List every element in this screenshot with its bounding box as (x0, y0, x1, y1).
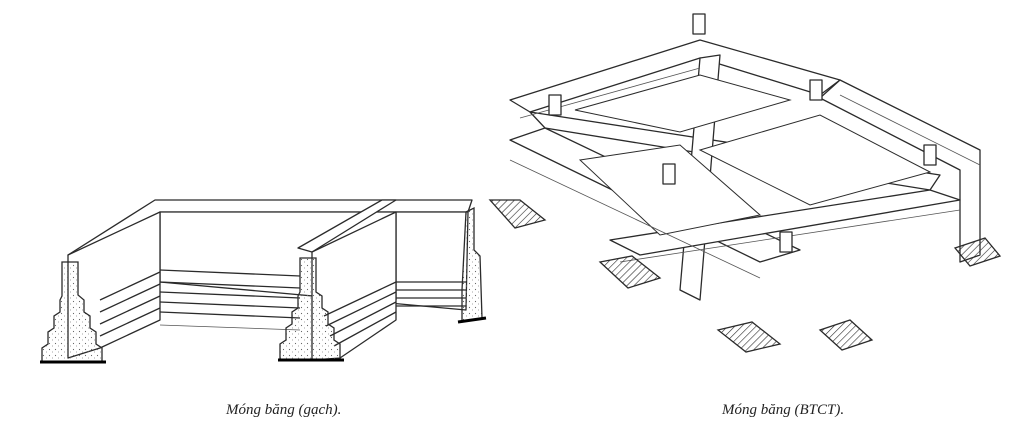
rc-footing-section-2 (598, 255, 662, 289)
rc-grid-foundation-drawing (488, 13, 1002, 353)
rc-column-1 (692, 13, 706, 35)
rc-foundation-caption: Móng băng (BTCT). (722, 402, 845, 418)
brick-right-ground-line (457, 316, 487, 324)
rc-footing-section-4 (818, 319, 874, 351)
brick-right-section (461, 206, 483, 323)
rc-column-6 (779, 231, 793, 253)
rc-footing-section-1 (488, 199, 547, 229)
brick-strip-foundation-drawing (40, 199, 487, 364)
rc-opening-2 (698, 114, 932, 206)
rc-column-2 (548, 94, 562, 116)
rc-opening-3 (578, 144, 762, 236)
rc-front-beam (609, 189, 961, 256)
rc-footing-section-5 (953, 237, 1002, 267)
rc-stub-columns (548, 13, 937, 253)
rc-column-4 (923, 144, 937, 166)
rc-opening-1 (574, 74, 792, 133)
brick-foundation-caption: Móng băng (gạch). (226, 402, 342, 418)
rc-footing-section-3 (716, 321, 782, 353)
rc-column-5 (662, 163, 676, 185)
rc-column-3 (809, 79, 823, 101)
brick-front-wall-top (297, 199, 397, 253)
brick-front-courses (99, 271, 397, 347)
